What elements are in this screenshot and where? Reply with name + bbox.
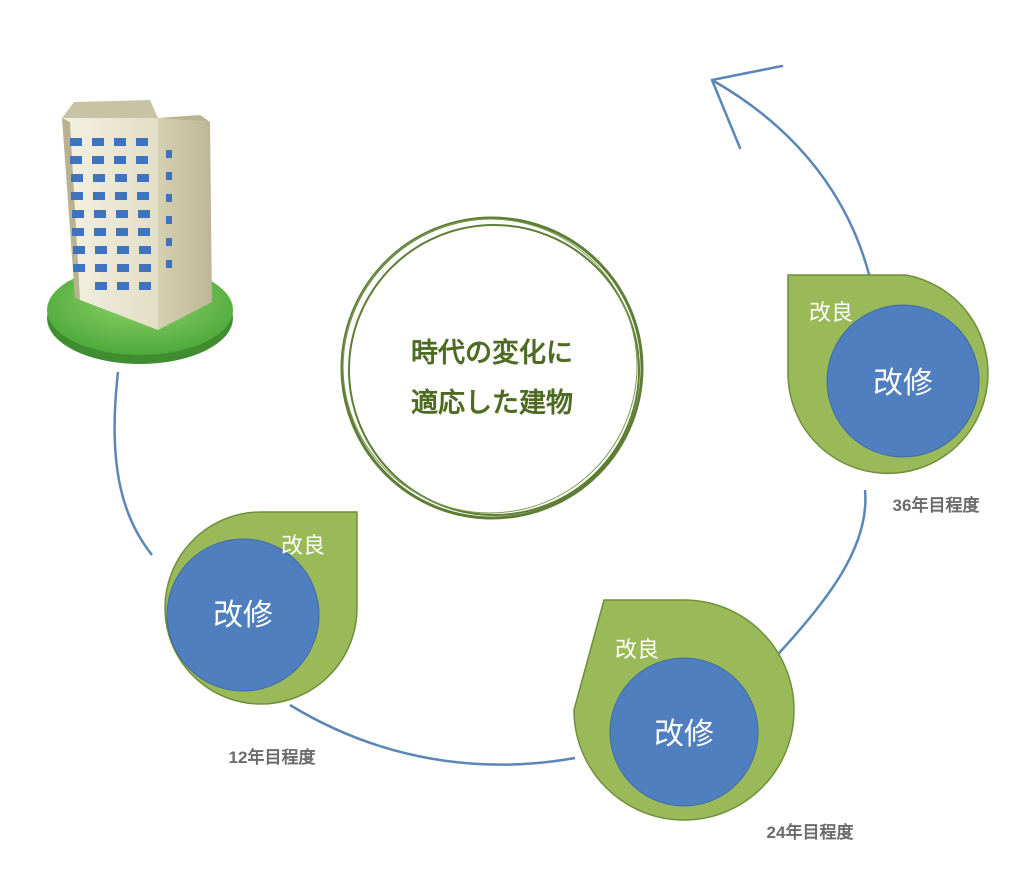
inner-circle xyxy=(826,304,980,458)
inner-circle xyxy=(166,538,320,692)
stage-1-time-label: 12年目程度 xyxy=(229,747,317,767)
stage-1-outer-label: 改良 xyxy=(281,533,325,558)
stage-3-inner-label: 改修 xyxy=(873,367,933,400)
stage-1-inner-label: 改修 xyxy=(213,599,273,632)
inner-circle xyxy=(609,657,759,807)
office-building-icon xyxy=(47,100,233,364)
stage-2: 改修 改良 24年目程度 xyxy=(573,599,855,842)
cycle-arrow-icon xyxy=(710,64,784,150)
stage-3-time-label: 36年目程度 xyxy=(893,495,981,515)
stage-2-inner-label: 改修 xyxy=(654,718,714,751)
cycle-line xyxy=(113,78,872,766)
stage-3-outer-label: 改良 xyxy=(809,300,853,325)
center-title-line2: 適応した建物 xyxy=(411,387,573,418)
stage-2-time-label: 24年目程度 xyxy=(767,822,855,842)
stage-3: 改修 改良 36年目程度 xyxy=(787,274,989,515)
stage-1: 改修 改良 12年目程度 xyxy=(164,511,358,767)
stage-2-outer-label: 改良 xyxy=(615,637,659,662)
center-title-line1: 時代の変化に xyxy=(411,337,573,368)
center-ring xyxy=(340,216,644,520)
